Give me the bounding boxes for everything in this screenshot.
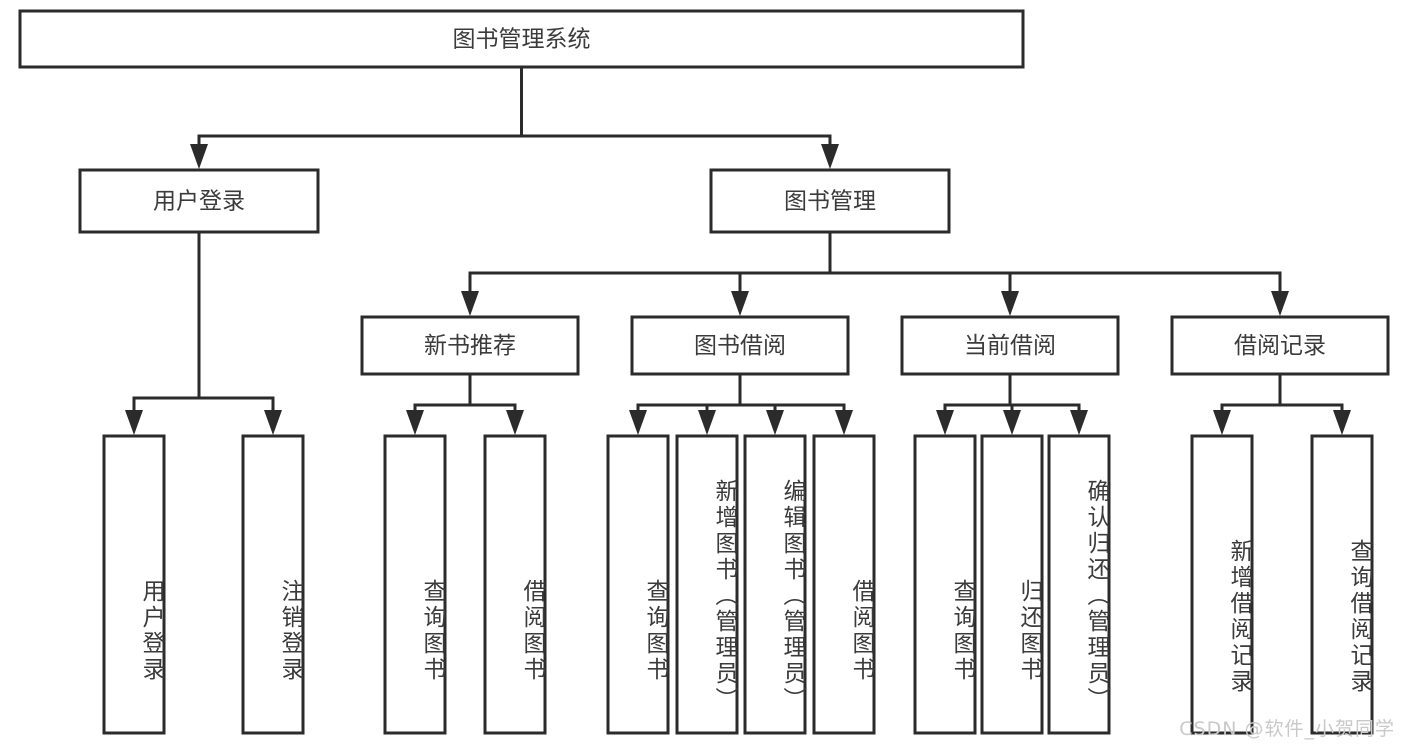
node-box[interactable] [900, 315, 1120, 376]
connector-path [1220, 374, 1282, 423]
node-leaf-edit-book-admin[interactable] [743, 434, 807, 735]
connector-path [132, 232, 201, 423]
connector-borrow-record-to-leaf-query-borrow-record [1278, 374, 1351, 435]
node-label: 图书管理 [784, 189, 876, 215]
connector-book-management-to-borrow-record [828, 232, 1289, 316]
node-leaf-user-login[interactable] [102, 434, 166, 735]
node-leaf-borrow-book[interactable] [812, 434, 876, 735]
arrow-head-icon [1213, 410, 1231, 435]
arrow-head-icon [506, 410, 524, 435]
connector-book-management-to-book-borrow [731, 232, 832, 316]
node-leaf-query-book-current[interactable] [913, 434, 977, 735]
arrow-head-icon [190, 144, 208, 169]
node-box[interactable] [102, 434, 166, 735]
arrow-head-icon [821, 144, 839, 169]
node-box[interactable] [360, 315, 580, 376]
connector-root-to-book-management [520, 67, 839, 169]
connector-new-book-recommend-to-leaf-query-book-rec [406, 374, 472, 435]
node-user-login[interactable]: 用户登录 [78, 168, 320, 234]
arrow-head-icon [406, 410, 424, 435]
node-root[interactable]: 图书管理系统 [18, 9, 1025, 69]
arrow-head-icon [125, 410, 143, 435]
node-borrow-record[interactable]: 借阅记录 [1170, 315, 1390, 376]
arrow-head-icon [461, 291, 479, 316]
node-leaf-query-borrow-record[interactable] [1310, 434, 1374, 735]
connector-user-login-to-leaf-user-logout [197, 232, 282, 435]
node-leaf-confirm-return-admin[interactable] [1047, 434, 1111, 735]
connector-path [943, 374, 1012, 423]
node-box[interactable] [709, 168, 951, 234]
node-box[interactable] [1047, 434, 1111, 735]
node-book-borrow[interactable]: 图书借阅 [630, 315, 850, 376]
node-box[interactable] [241, 434, 305, 735]
node-box[interactable] [383, 434, 447, 735]
node-label: 图书借阅 [694, 333, 786, 359]
node-box[interactable] [78, 168, 320, 234]
connector-path [1008, 374, 1081, 423]
connector-current-borrow-to-leaf-confirm-return-admin [1008, 374, 1088, 435]
node-book-management[interactable]: 图书管理 [709, 168, 951, 234]
connector-user-login-to-leaf-user-login [125, 232, 201, 435]
node-label: 图书管理系统 [453, 27, 591, 53]
arrow-head-icon [835, 410, 853, 435]
connector-path [828, 232, 1282, 304]
node-leaf-user-logout[interactable] [241, 434, 305, 735]
arrow-head-icon [731, 291, 749, 316]
node-leaf-query-book-rec[interactable] [383, 434, 447, 735]
node-box[interactable] [812, 434, 876, 735]
node-leaf-add-borrow-record[interactable] [1190, 434, 1254, 735]
csdn-watermark: CSDN @软件_小贺同学 [1179, 718, 1395, 740]
connector-path [468, 232, 832, 304]
connector-path [413, 374, 472, 423]
node-box[interactable] [675, 434, 739, 735]
arrow-head-icon [766, 410, 784, 435]
arrow-head-icon [1070, 410, 1088, 435]
node-leaf-borrow-book-rec[interactable] [483, 434, 547, 735]
arrow-head-icon [936, 410, 954, 435]
node-leaf-return-book[interactable] [980, 434, 1044, 735]
node-box[interactable] [1190, 434, 1254, 735]
arrow-head-icon [1333, 410, 1351, 435]
node-current-borrow[interactable]: 当前借阅 [900, 315, 1120, 376]
node-box[interactable] [1170, 315, 1390, 376]
node-box[interactable] [980, 434, 1044, 735]
arrow-head-icon [1001, 291, 1019, 316]
connector-path [1278, 374, 1344, 423]
connector-path [828, 232, 1012, 304]
node-box[interactable] [606, 434, 670, 735]
connector-current-borrow-to-leaf-query-book-current [936, 374, 1012, 435]
node-box[interactable] [743, 434, 807, 735]
arrow-head-icon [1003, 410, 1021, 435]
node-leaf-add-book-admin[interactable] [675, 434, 739, 735]
node-label: 用户登录 [153, 189, 245, 215]
connector-path [197, 67, 523, 157]
node-label: 借阅记录 [1234, 333, 1326, 359]
node-label: 当前借阅 [964, 333, 1056, 359]
node-box[interactable] [913, 434, 977, 735]
connector-path [738, 374, 846, 423]
node-new-book-recommend[interactable]: 新书推荐 [360, 315, 580, 376]
connector-borrow-record-to-leaf-add-borrow-record [1213, 374, 1282, 435]
node-box[interactable] [18, 9, 1025, 69]
connector-book-borrow-to-leaf-borrow-book [738, 374, 853, 435]
connector-path [197, 232, 275, 423]
arrow-head-icon [629, 410, 647, 435]
node-leaf-query-book-borrow[interactable] [606, 434, 670, 735]
connector-root-to-user-login [190, 67, 523, 169]
node-box[interactable] [1310, 434, 1374, 735]
node-box[interactable] [630, 315, 850, 376]
connector-path [520, 67, 832, 157]
connector-path [738, 232, 832, 304]
arrow-head-icon [1271, 291, 1289, 316]
connector-layer [125, 67, 1351, 435]
connector-new-book-recommend-to-leaf-borrow-book-rec [468, 374, 524, 435]
arrow-head-icon [264, 410, 282, 435]
node-label: 新书推荐 [424, 333, 516, 359]
connector-path [636, 374, 742, 423]
arrow-head-icon [698, 410, 716, 435]
node-box[interactable] [483, 434, 547, 735]
